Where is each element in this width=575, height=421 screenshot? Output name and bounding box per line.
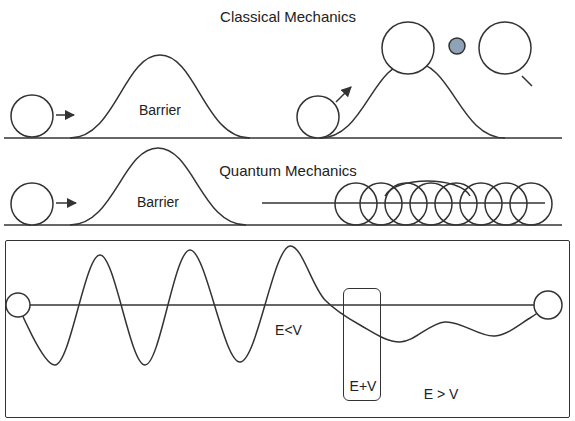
ball xyxy=(382,22,434,74)
axis-line xyxy=(18,304,548,306)
ball xyxy=(510,183,552,225)
barrier-curve xyxy=(70,55,250,138)
node-text: E > V xyxy=(424,386,459,402)
particle xyxy=(6,293,30,317)
ball xyxy=(335,183,377,225)
wave-function xyxy=(18,246,548,365)
motion-arrow xyxy=(56,202,76,204)
ball xyxy=(485,183,527,225)
ball xyxy=(410,183,452,225)
node-text: Barrier xyxy=(137,194,179,210)
wave-panel: E+V E > V E<V xyxy=(5,240,570,418)
ball xyxy=(435,183,477,225)
particle xyxy=(534,291,562,319)
small-ball xyxy=(449,38,465,54)
ball xyxy=(11,183,53,225)
node-text: E+V xyxy=(350,378,377,394)
barrier-region: E+V xyxy=(343,288,381,401)
motion-tick xyxy=(522,76,532,86)
node-text: E<V xyxy=(275,322,302,338)
barrier-curve xyxy=(70,148,246,225)
barrier-outline xyxy=(70,55,250,138)
barrier-shape: Barrier xyxy=(70,55,250,138)
barrier-outline xyxy=(70,148,246,225)
ball xyxy=(385,183,427,225)
node-text: Barrier xyxy=(139,102,181,118)
motion-arrow xyxy=(56,114,74,116)
ball xyxy=(297,96,339,138)
motion-arrow xyxy=(336,87,351,102)
section-heading: Quantum Mechanics xyxy=(219,162,357,180)
section-heading: Classical Mechanics xyxy=(220,8,356,26)
ball xyxy=(11,95,53,137)
ground-line xyxy=(4,137,562,139)
ball xyxy=(360,183,402,225)
ball xyxy=(460,183,502,225)
barrier-shape: Barrier xyxy=(70,148,246,225)
ball xyxy=(479,22,531,74)
